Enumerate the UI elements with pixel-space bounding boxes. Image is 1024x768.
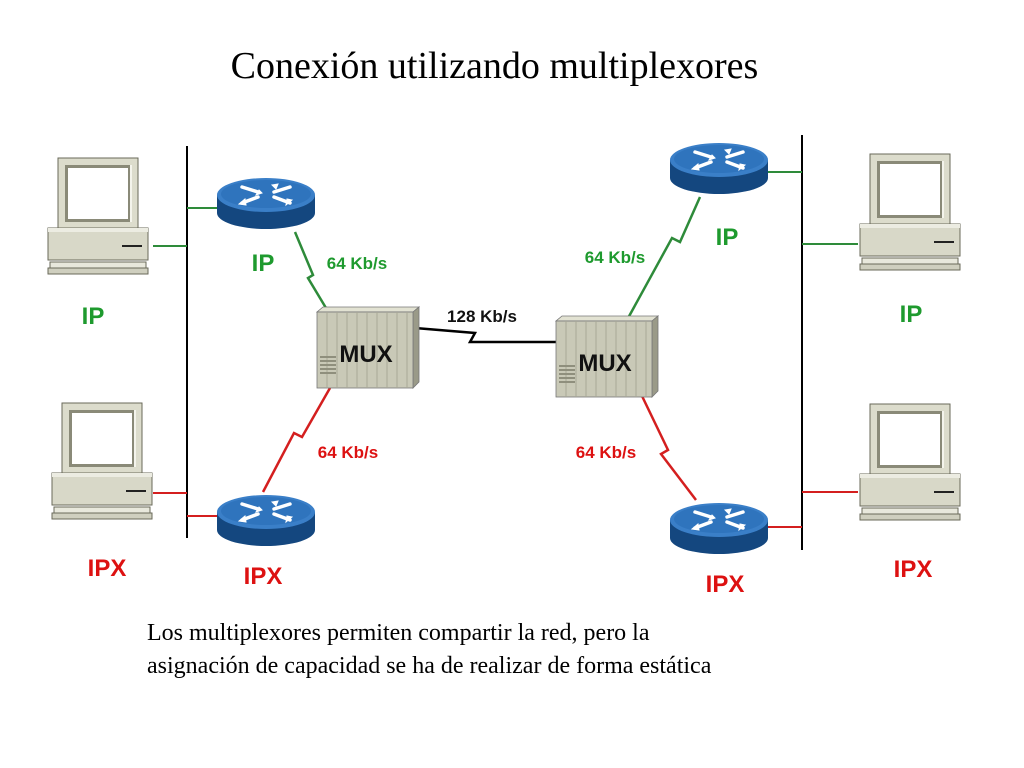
left-host-ip-label: IP <box>82 303 105 330</box>
right-ipx-computer-icon <box>859 403 961 521</box>
left-host-ipx-label: IPX <box>88 555 127 582</box>
right-ipx-router-icon <box>668 501 770 556</box>
left-ipx-rate-label: 64 Kb/s <box>318 443 378 462</box>
right-router-ipx-label: IPX <box>706 571 745 598</box>
left-ip-rate-label: 64 Kb/s <box>327 254 387 273</box>
caption: Los multiplexores permiten compartir la … <box>147 617 867 683</box>
left-ip-router-icon <box>215 176 317 231</box>
right-host-ip-label: IP <box>900 301 923 328</box>
right-router-ip-label: IP <box>716 224 739 251</box>
right-ip-rate-label: 64 Kb/s <box>585 248 645 267</box>
caption-line-2: asignación de capacidad se ha de realiza… <box>147 653 712 679</box>
right-ip-wan-link <box>625 196 702 321</box>
left-ip-wan-link <box>293 231 328 309</box>
caption-line-1: Los multiplexores permiten compartir la … <box>147 620 650 646</box>
right-ip-router-icon <box>668 141 770 196</box>
left-ipx-computer-icon <box>51 402 153 520</box>
left-router-ip-label: IP <box>252 250 275 277</box>
left-mux-label: MUX <box>339 341 392 368</box>
left-ipx-router-icon <box>215 493 317 548</box>
right-ipx-wan-link <box>640 395 697 501</box>
left-ipx-wan-link <box>261 387 332 493</box>
right-host-ipx-label: IPX <box>894 556 933 583</box>
right-ip-computer-icon <box>859 153 961 271</box>
trunk-link <box>414 326 558 344</box>
right-mux-label: MUX <box>578 350 631 377</box>
slide-title: Conexión utilizando multiplexores <box>230 45 759 87</box>
right-ipx-rate-label: 64 Kb/s <box>576 443 636 462</box>
left-ip-computer-icon <box>47 157 149 275</box>
left-router-ipx-label: IPX <box>244 563 283 590</box>
trunk-rate-label: 128 Kb/s <box>447 307 517 326</box>
